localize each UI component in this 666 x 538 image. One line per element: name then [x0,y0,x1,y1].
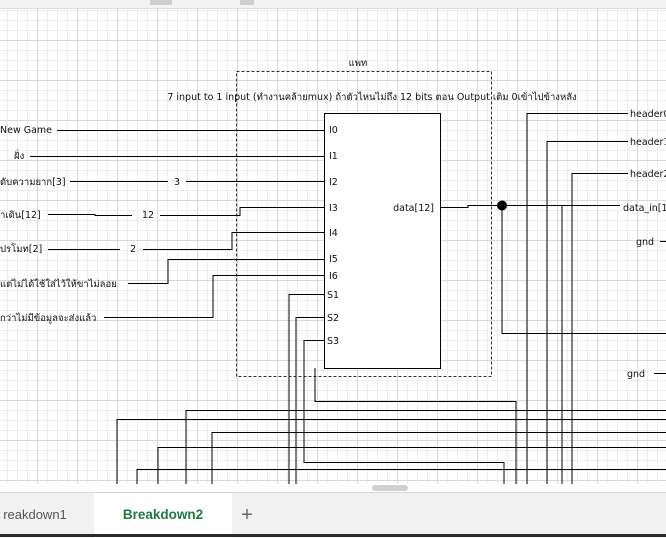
mux-port-s1: S1 [327,290,339,301]
horizontal-scrollbar[interactable] [372,485,408,491]
mux-output-label: data[12] [393,203,434,214]
width-label-3: 3 [174,177,180,188]
label-data-in: data_in[1 [623,203,666,214]
sheet-tab-bar: reakdown1 Breakdown2 + [0,492,666,538]
mux-block[interactable] [324,113,441,369]
container-description: 7 input to 1 input (ทำงานคล้ายmux) ถ้าตั… [167,91,576,103]
mux-port-i3: I3 [329,203,338,214]
width-label-2: 2 [130,244,136,255]
diagram-canvas[interactable]: แพท 7 input to 1 input (ทำงานคล้ายmux) ถ… [0,0,666,484]
tab-breakdown2[interactable]: Breakdown2 [94,493,232,538]
label-gnd-1: gnd [636,237,654,248]
junction-dot [497,200,507,211]
signal-promote: ปรโมท[2] [0,243,42,255]
tab-breakdown1[interactable]: reakdown1 [3,507,67,522]
label-header1: header1 [630,137,666,148]
label-header0: header0 [630,109,666,120]
output-wires [441,205,666,334]
mux-port-s2: S2 [327,313,339,324]
signal-unused: แต่ไม่ได้ใช้ใส่ไว้ให้ขาไม่ลอย [0,278,117,290]
toolbar-fragment [240,0,254,5]
routing-wires [116,294,666,484]
add-tab-button[interactable]: + [241,504,253,526]
label-gnd-2: gnd [627,369,645,380]
top-toolbar-edge [0,0,666,9]
dashed-container[interactable] [236,71,492,377]
mux-port-i4: I4 [329,228,338,239]
container-title: แพท [349,58,368,69]
input-wires [30,130,324,318]
label-header2: header2 [630,169,666,180]
mux-port-i6: I6 [329,271,338,282]
signal-side: ฝั่ง [14,149,24,162]
toolbar-fragment [150,0,172,5]
signal-new-game: New Game [0,125,52,136]
width-label-12: 12 [142,210,154,221]
mux-port-i5: I5 [329,254,338,265]
bottom-border [0,534,666,537]
mux-port-s3: S3 [327,336,339,347]
signal-move: าเดิน[12] [0,210,41,221]
mux-port-i2: I2 [329,177,338,188]
header-wires [526,113,666,484]
signal-difficulty: ดับความยาก[3] [0,177,66,188]
signal-no-data: กว่าไม่มีข้อมูลจะส่งแล้ว [0,312,96,324]
mux-port-i0: I0 [329,125,338,136]
mux-port-i1: I1 [329,151,338,162]
circuit-diagram: แพท 7 input to 1 input (ทำงานคล้ายmux) ถ… [0,58,666,484]
